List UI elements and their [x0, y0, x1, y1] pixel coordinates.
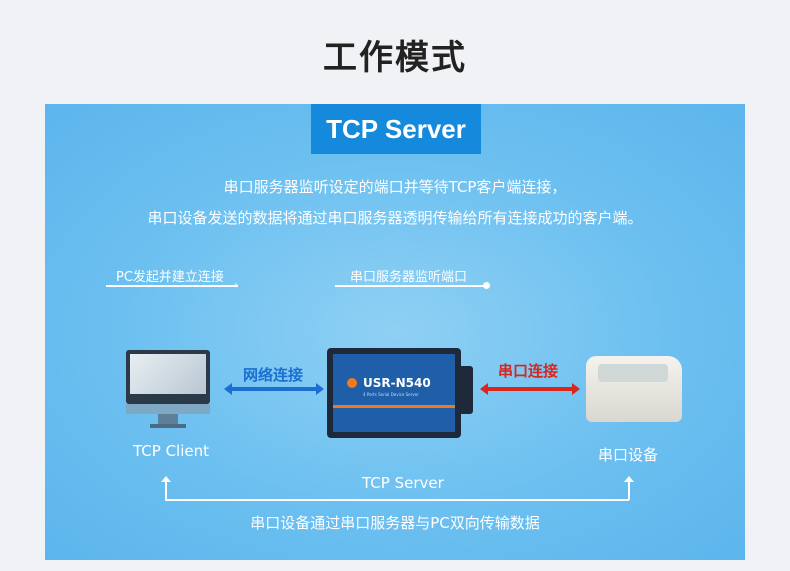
pc-init-arrow — [106, 285, 238, 287]
bottom-line — [165, 499, 629, 501]
arrow-left-icon — [224, 383, 232, 395]
server-label: TCP Server — [362, 474, 444, 492]
pc-monitor-icon — [126, 350, 210, 404]
arrow-right-icon — [316, 383, 324, 395]
usr-logo-icon — [347, 378, 357, 388]
monitor-stand — [158, 414, 178, 424]
listen-line — [335, 285, 485, 287]
device-model: USR-N540 — [363, 376, 431, 390]
network-label: 网络连接 — [243, 366, 304, 384]
serial-arrow — [486, 387, 574, 391]
serial-label: 串口连接 — [498, 362, 559, 380]
client-label: TCP Client — [133, 442, 209, 460]
bottom-caption: 串口设备通过串口服务器与PC双向传输数据 — [250, 514, 540, 532]
arrow-up-icon — [624, 476, 634, 482]
left-up-line — [165, 480, 167, 500]
serial-printer-icon — [586, 356, 682, 422]
server-listen-label: 串口服务器监听端口 — [350, 270, 468, 285]
orange-stripe — [333, 405, 455, 408]
right-up-line — [628, 480, 630, 500]
pc-init-label: PC发起并建立连接 — [116, 270, 224, 285]
monitor-chin — [126, 404, 210, 414]
description-line-1: 串口服务器监听设定的端口并等待TCP客户端连接， — [223, 178, 567, 196]
serial-server-device: USR-N540 4 Ports Serial Device Server — [327, 348, 461, 438]
arrow-up-icon — [161, 476, 171, 482]
description-line-2: 串口设备发送的数据将通过串口服务器透明传输给所有连接成功的客户端。 — [147, 209, 643, 227]
monitor-base — [150, 424, 186, 428]
network-arrow — [230, 387, 318, 391]
arrow-left-icon — [480, 383, 488, 395]
page-title: 工作模式 — [323, 38, 467, 78]
device-label: 串口设备 — [598, 446, 659, 464]
mode-badge: TCP Server — [311, 104, 481, 154]
device-subtitle: 4 Ports Serial Device Server — [363, 392, 419, 397]
listen-dot-icon — [483, 282, 490, 289]
arrow-right-icon — [572, 383, 580, 395]
mounting-bracket — [461, 366, 473, 414]
arrow-head-icon: › — [234, 280, 238, 291]
